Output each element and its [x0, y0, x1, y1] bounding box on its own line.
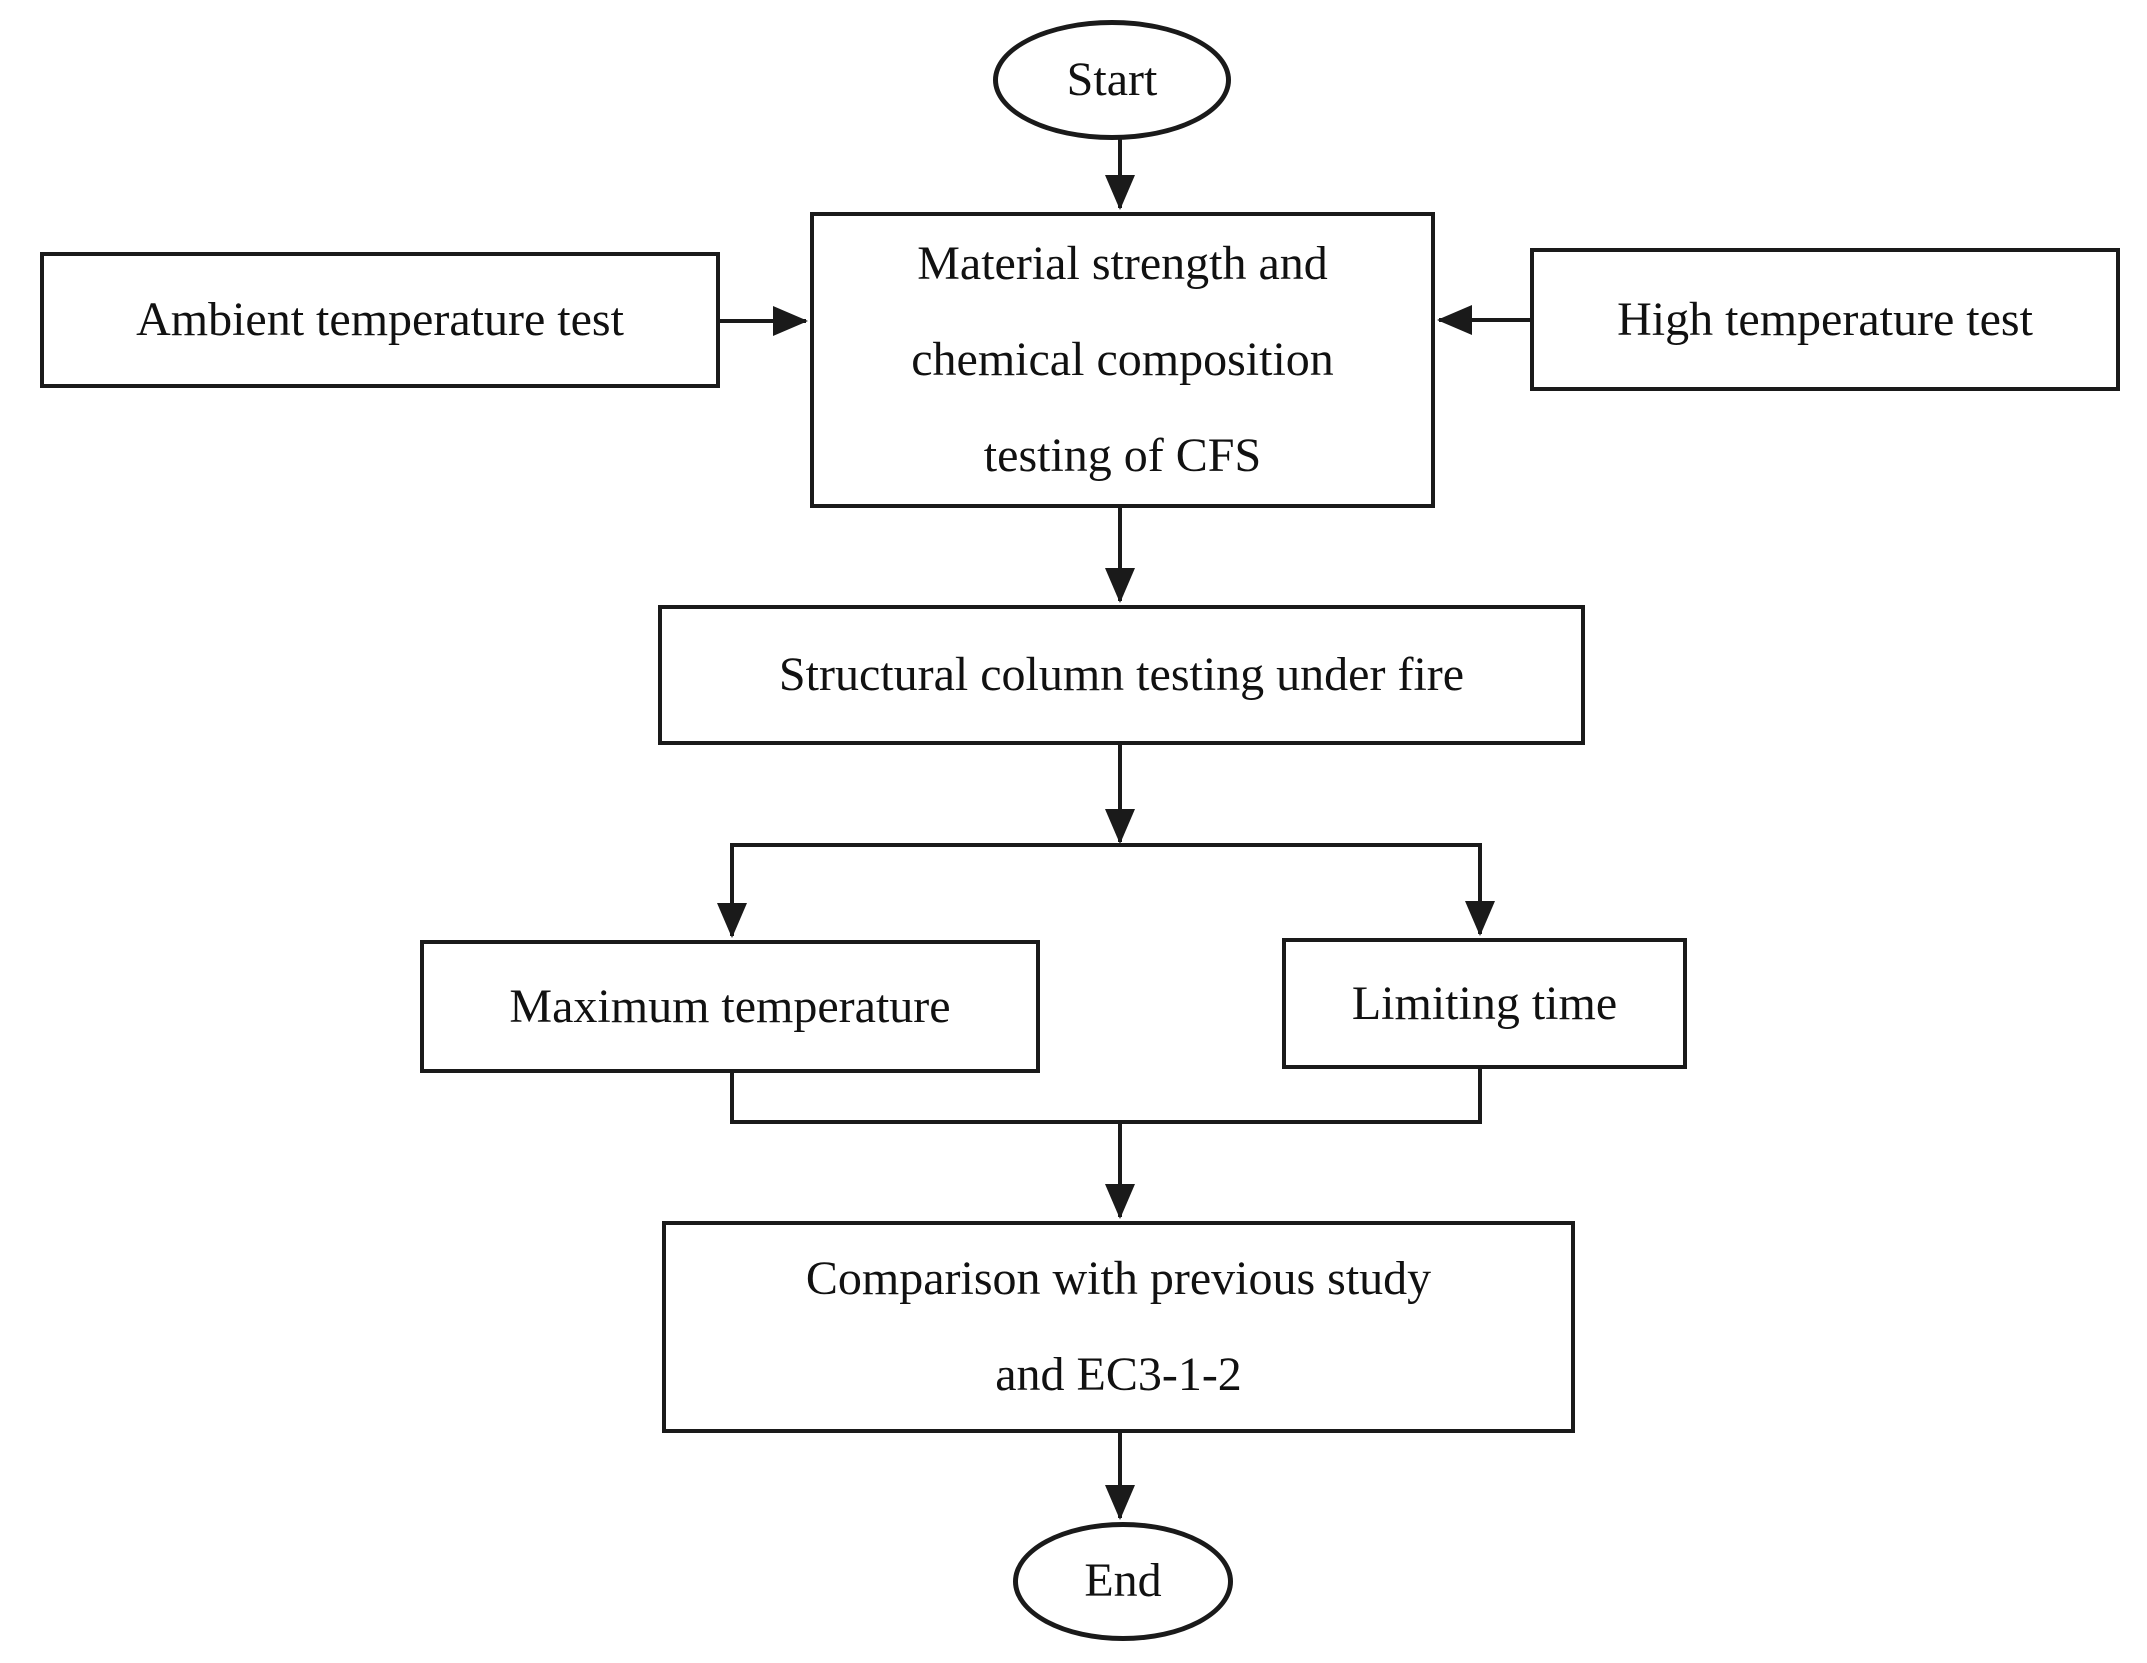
end-node: End [1013, 1522, 1233, 1641]
structural-column-testing-node: Structural column testing under fire [658, 605, 1585, 745]
start-label: Start [1066, 52, 1158, 106]
material-testing-label-line2: chemical composition [911, 333, 1334, 386]
material-testing-node: Material strength and chemical compositi… [810, 212, 1435, 508]
high-temperature-test-label: High temperature test [1617, 292, 2033, 346]
limiting-time-label: Limiting time [1351, 976, 1618, 1030]
material-testing-label-line3: testing of CFS [983, 429, 1262, 482]
maximum-temperature-label: Maximum temperature [509, 979, 951, 1033]
comparison-node: Comparison with previous study and EC3-1… [662, 1221, 1575, 1433]
high-temperature-test-node: High temperature test [1530, 248, 2120, 391]
comparison-label-line1: Comparison with previous study [805, 1252, 1432, 1305]
structural-column-testing-label: Structural column testing under fire [778, 648, 1465, 701]
material-testing-label-line1: Material strength and [917, 237, 1328, 290]
limiting-time-node: Limiting time [1282, 938, 1687, 1069]
ambient-temperature-test-node: Ambient temperature test [40, 252, 720, 388]
start-node: Start [993, 20, 1231, 140]
end-label: End [1084, 1554, 1162, 1608]
ambient-temperature-test-label: Ambient temperature test [136, 293, 624, 346]
comparison-label-line2: and EC3-1-2 [995, 1348, 1242, 1401]
maximum-temperature-node: Maximum temperature [420, 940, 1040, 1073]
